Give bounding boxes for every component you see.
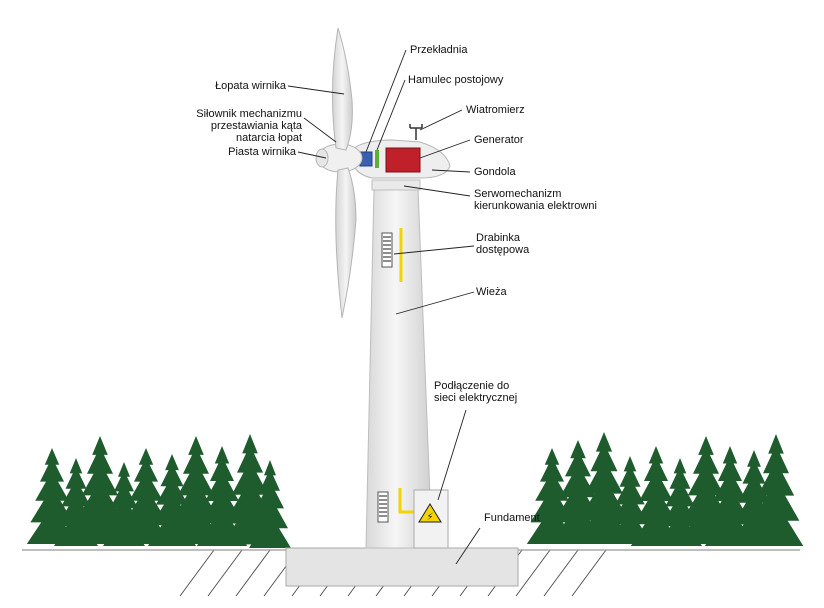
- label-foundation: Fundament: [484, 512, 540, 524]
- label-rotor-hub: Piasta wirnika: [228, 146, 296, 158]
- parking-brake: [375, 150, 379, 168]
- foundation-block: [285, 547, 519, 587]
- grid-connection-cabinet: ⚡: [413, 489, 449, 549]
- leader-lines: [287, 49, 481, 565]
- forest-left: [26, 434, 291, 548]
- label-pitch-actuator: Siłownik mechanizmu przestawiania kąta n…: [196, 108, 302, 144]
- forest-right: [526, 432, 804, 546]
- label-rotor-blade: Łopata wirnika: [215, 80, 286, 92]
- label-grid-connection: Podłączenie do sieci elektrycznej: [434, 380, 518, 404]
- label-access-ladder: Drabinka dostępowa: [476, 232, 530, 256]
- anemometer: [409, 124, 423, 140]
- access-ladder-top: [381, 228, 403, 282]
- label-parking-brake: Hamulec postojowy: [408, 74, 504, 86]
- tower-yaw-ring: [371, 179, 421, 191]
- rotor-blade-upper: [331, 27, 353, 151]
- label-tower: Wieża: [476, 286, 507, 298]
- hub-nose: [315, 148, 329, 168]
- label-yaw-drive: Serwomechanizm kierunkowania elektrowni: [474, 188, 597, 212]
- label-gearbox: Przekładnia: [410, 44, 468, 56]
- svg-text:⚡: ⚡: [426, 512, 433, 523]
- high-voltage-warning-icon: [418, 503, 442, 523]
- label-generator: Generator: [474, 134, 524, 146]
- rotor-blade-lower: [335, 167, 357, 319]
- label-anemometer: Wiatromierz: [466, 104, 525, 116]
- label-nacelle: Gondola: [474, 166, 516, 178]
- generator: [385, 147, 421, 173]
